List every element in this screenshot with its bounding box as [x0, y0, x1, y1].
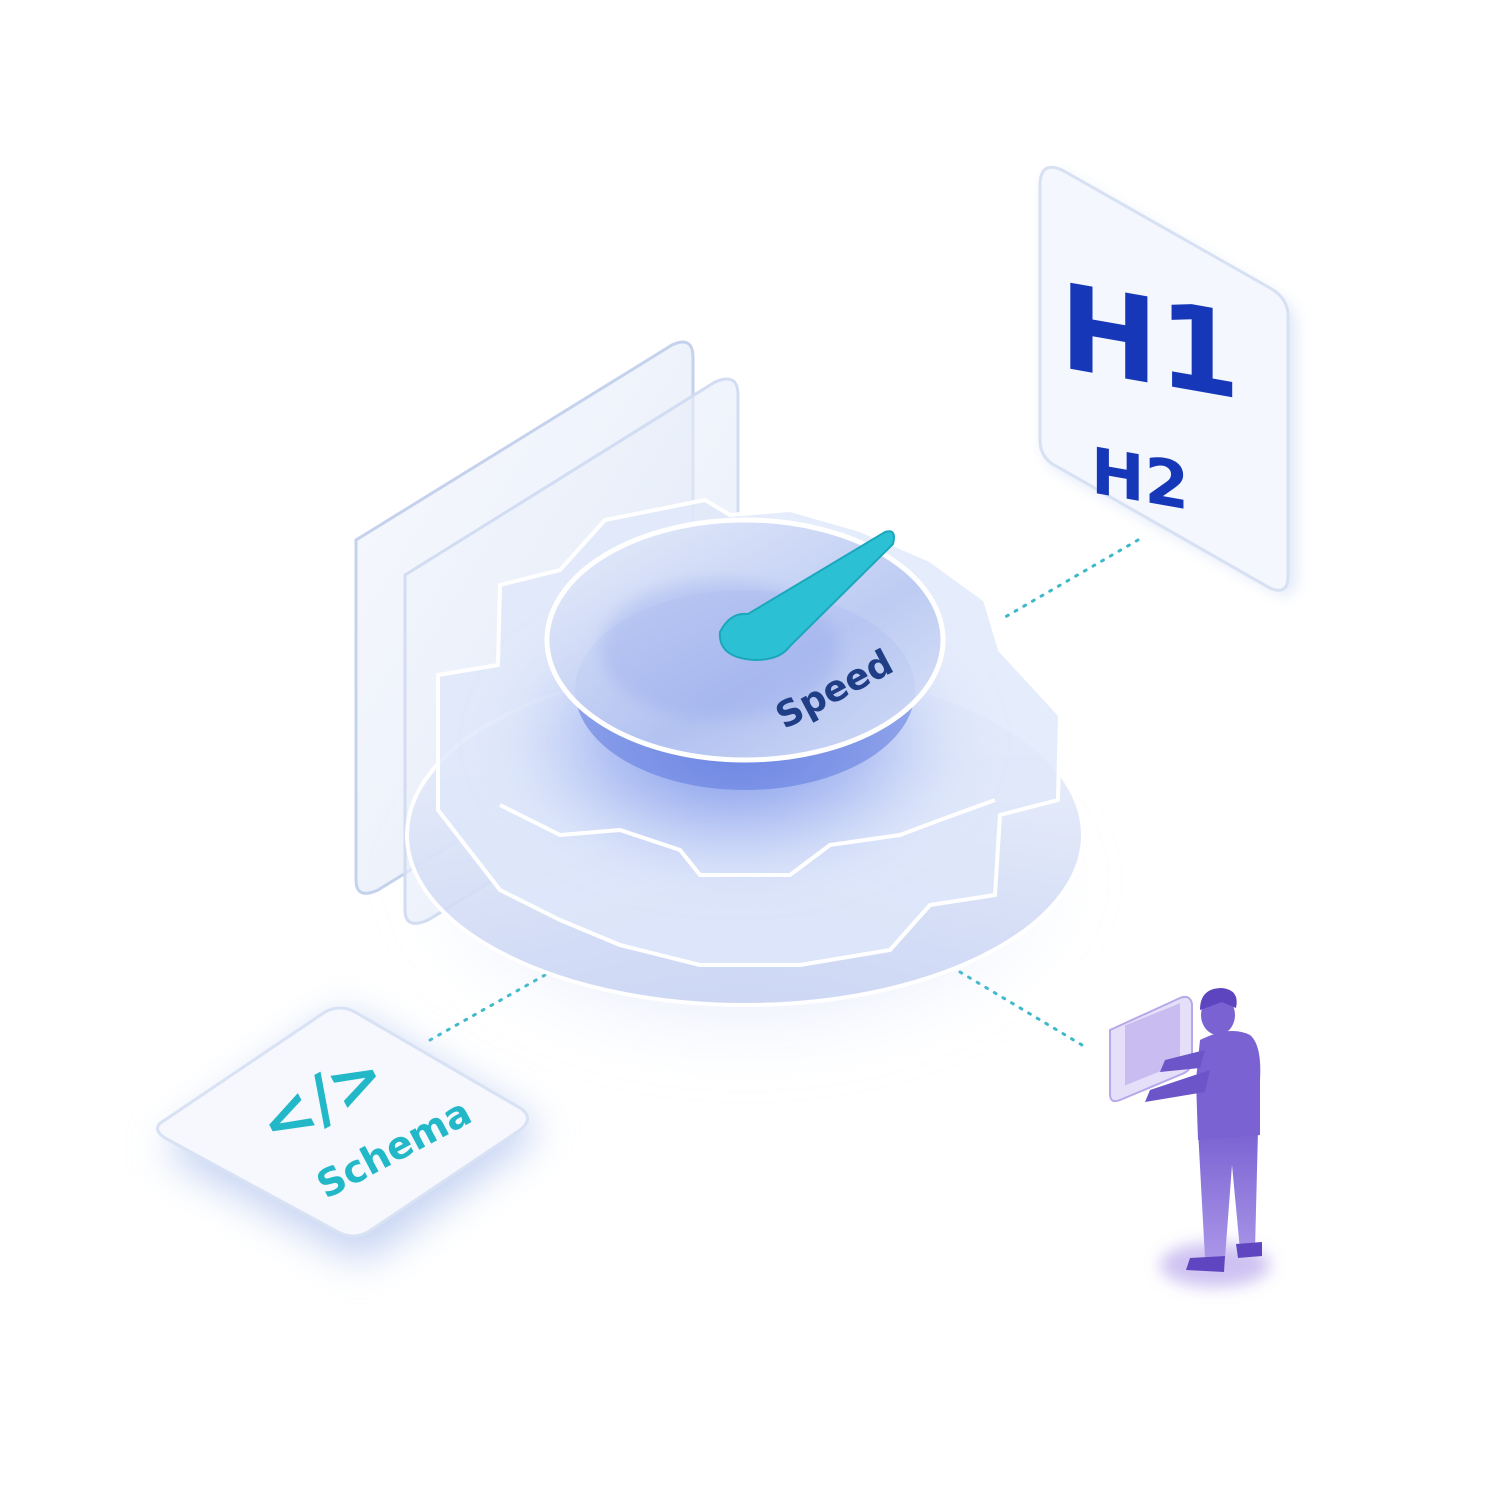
- connector-h1-to-gauge: [998, 538, 1140, 622]
- schema-card: </> Schema: [156, 1006, 538, 1259]
- heading-h1-label: H1: [1060, 259, 1241, 428]
- person-legs: [1198, 1130, 1258, 1258]
- person-arms: [1145, 1050, 1210, 1102]
- person-hair: [1200, 988, 1237, 1010]
- person-with-tablet-icon: [1109, 988, 1270, 1287]
- person-shoes: [1186, 1242, 1262, 1272]
- connector-person-to-base: [958, 970, 1084, 1047]
- headings-card: H1 H2: [1038, 165, 1295, 595]
- person-torso: [1196, 1031, 1261, 1140]
- heading-h2-label: H2: [1091, 434, 1189, 526]
- gauge-needle: [718, 530, 895, 662]
- headings-card-face: [1038, 165, 1290, 592]
- gear-front-edge: [499, 798, 996, 877]
- speed-gauge-icon: Speed: [544, 517, 946, 790]
- schema-card-face: [156, 1006, 529, 1238]
